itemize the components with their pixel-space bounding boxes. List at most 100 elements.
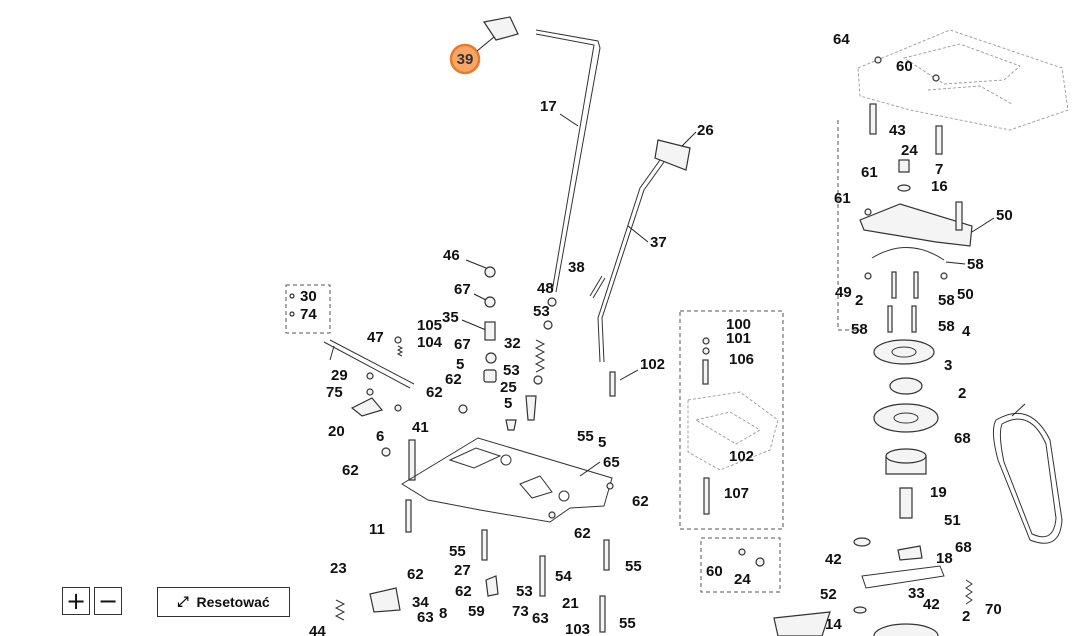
callout-26[interactable]: 26: [697, 122, 714, 139]
svg-text:62: 62: [426, 384, 443, 401]
callout-24[interactable]: 43: [889, 122, 906, 139]
callout-32[interactable]: 32: [504, 335, 521, 352]
callout-7[interactable]: 50: [996, 207, 1013, 224]
zoom-out-button[interactable]: −: [94, 587, 122, 615]
callout-27[interactable]: 27: [454, 562, 471, 579]
callout-38[interactable]: 38: [568, 259, 585, 276]
callout-49[interactable]: 3: [944, 357, 952, 374]
svg-text:5: 5: [504, 395, 512, 412]
part-32-spring: [534, 339, 546, 373]
svg-text:62: 62: [632, 493, 649, 510]
callout-59[interactable]: 21: [562, 595, 579, 612]
svg-text:58: 58: [938, 318, 955, 335]
reset-label: Resetować: [196, 594, 270, 610]
callout-75[interactable]: 41: [412, 419, 429, 436]
group-103-102-100-101: [679, 310, 784, 530]
callout-17[interactable]: 17: [540, 98, 557, 115]
part-2-pulley-b: [873, 403, 939, 433]
callout-73[interactable]: 54: [555, 568, 572, 585]
callout-52[interactable]: 14: [825, 616, 842, 633]
callout-31[interactable]: 104: [417, 334, 443, 351]
part-67b-washer: [485, 352, 497, 364]
part-25-shaft: [525, 395, 537, 421]
callout-4[interactable]: 19: [930, 484, 947, 501]
callout-19[interactable]: 18: [936, 550, 953, 567]
callout-39[interactable]: 39: [457, 51, 474, 68]
callout-60[interactable]: 64: [833, 31, 850, 48]
svg-text:42: 42: [923, 596, 940, 613]
callout-106[interactable]: 60: [706, 563, 723, 580]
callout-47[interactable]: 75: [326, 384, 343, 401]
part-17-lever: [535, 29, 601, 293]
part-53-washer: [543, 320, 553, 330]
callout-46[interactable]: 46: [443, 247, 460, 264]
callout-18[interactable]: 52: [820, 586, 837, 603]
callout-5[interactable]: 5: [456, 356, 464, 373]
callout-3[interactable]: 68: [954, 430, 971, 447]
part-6-plate: [401, 437, 613, 523]
callout-44[interactable]: 8: [439, 605, 447, 622]
callout-16[interactable]: 58: [967, 256, 984, 273]
callout-103[interactable]: 100: [726, 316, 751, 333]
callout-62[interactable]: 62: [445, 371, 462, 388]
callout-20[interactable]: 6: [376, 428, 384, 445]
svg-text:67: 67: [454, 336, 471, 353]
callout-102[interactable]: 101: [726, 330, 751, 347]
reset-button[interactable]: ⤢ Resetować: [157, 587, 290, 617]
callout-50[interactable]: 49: [835, 284, 852, 301]
callout-48[interactable]: 48: [537, 280, 554, 297]
svg-text:55: 55: [449, 543, 466, 560]
callout-25[interactable]: 25: [500, 379, 517, 396]
callout-37[interactable]: 37: [650, 234, 667, 251]
callout-2[interactable]: 4: [962, 323, 971, 340]
callout-104[interactable]: 74: [300, 306, 317, 323]
part-16-clip: [871, 247, 945, 261]
part-26-pedal: [654, 139, 691, 171]
callout-68[interactable]: 51: [944, 512, 961, 529]
svg-text:58: 58: [938, 292, 955, 309]
callout-43[interactable]: 7: [935, 161, 943, 178]
svg-text:60: 60: [896, 58, 913, 75]
part-14-belt: [992, 412, 1063, 544]
callout-41[interactable]: 55: [577, 428, 594, 445]
callout-30[interactable]: 47: [367, 329, 384, 346]
callout-11[interactable]: 34: [412, 594, 429, 611]
callout-51[interactable]: 42: [825, 551, 842, 568]
svg-text:62: 62: [574, 525, 591, 542]
callout-100[interactable]: 106: [729, 351, 754, 368]
callout-101[interactable]: 107: [724, 485, 749, 502]
svg-text:58: 58: [851, 321, 868, 338]
callout-35[interactable]: 35: [442, 309, 459, 326]
callout-74[interactable]: 29: [331, 367, 348, 384]
callout-29[interactable]: 20: [328, 423, 345, 440]
svg-text:62: 62: [342, 462, 359, 479]
callout-72[interactable]: 105: [417, 317, 442, 334]
svg-text:68: 68: [955, 539, 972, 556]
callout-39-marker[interactable]: [449, 43, 481, 75]
callout-67[interactable]: 67: [454, 281, 471, 298]
callout-23[interactable]: 44: [309, 623, 326, 636]
callout-33[interactable]: 70: [985, 601, 1002, 618]
svg-text:55: 55: [619, 615, 636, 632]
callout-65[interactable]: 23: [330, 560, 347, 577]
callout-63[interactable]: 59: [468, 603, 485, 620]
svg-text:24: 24: [901, 142, 918, 159]
callout-42[interactable]: 33: [908, 585, 925, 602]
callout-53[interactable]: 53: [533, 303, 550, 320]
callout-8[interactable]: 73: [512, 603, 529, 620]
callout-105[interactable]: 30: [300, 288, 317, 305]
part-39-knob: [482, 16, 519, 41]
part-20-pin: [408, 439, 416, 481]
zoom-in-button[interactable]: +: [62, 587, 90, 615]
callout-55[interactable]: 11: [369, 521, 385, 538]
callout-58[interactable]: 2: [855, 292, 863, 309]
svg-text:53: 53: [516, 583, 533, 600]
callout-6[interactable]: 65: [603, 454, 620, 471]
callout-107[interactable]: 24: [734, 571, 751, 588]
callout-34[interactable]: 63: [417, 609, 434, 626]
callout-64[interactable]: 61: [861, 164, 878, 181]
callout-54[interactable]: 103: [565, 621, 590, 636]
callout-21[interactable]: 102: [640, 356, 665, 373]
callout-61[interactable]: 16: [931, 178, 948, 195]
